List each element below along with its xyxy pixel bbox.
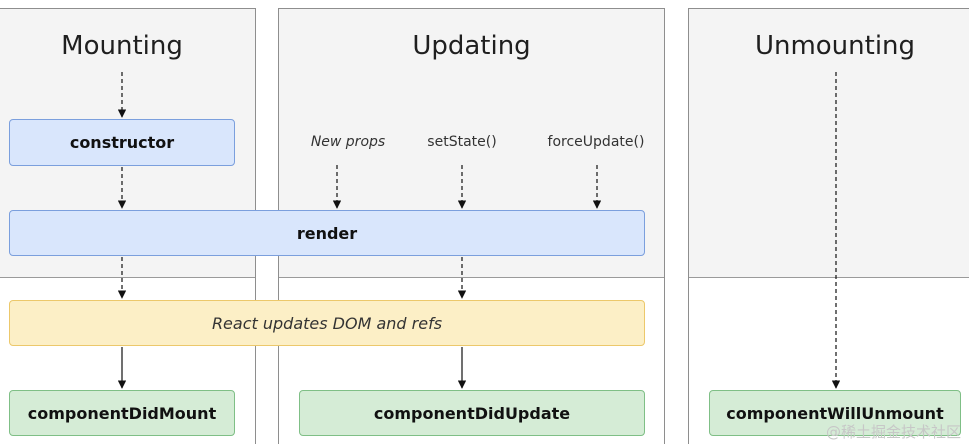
trigger-set-state: setState() xyxy=(427,134,497,150)
component-did-update-box: componentDidUpdate xyxy=(299,390,645,436)
constructor-box: constructor xyxy=(9,119,235,166)
unmounting-render-phase-area xyxy=(689,9,969,278)
mounting-title: Mounting xyxy=(61,31,183,61)
trigger-new-props: New props xyxy=(310,134,386,150)
component-will-unmount-box: componentWillUnmount xyxy=(709,390,961,436)
react-updates-dom-box: React updates DOM and refs xyxy=(9,300,645,346)
unmounting-column xyxy=(688,8,969,444)
watermark: @稀土掘金技术社区 xyxy=(825,423,961,441)
updating-title: Updating xyxy=(412,31,531,61)
trigger-force-update: forceUpdate() xyxy=(547,134,645,150)
unmounting-title: Unmounting xyxy=(754,31,916,61)
render-box: render xyxy=(9,210,645,256)
component-did-mount-box: componentDidMount xyxy=(9,390,235,436)
